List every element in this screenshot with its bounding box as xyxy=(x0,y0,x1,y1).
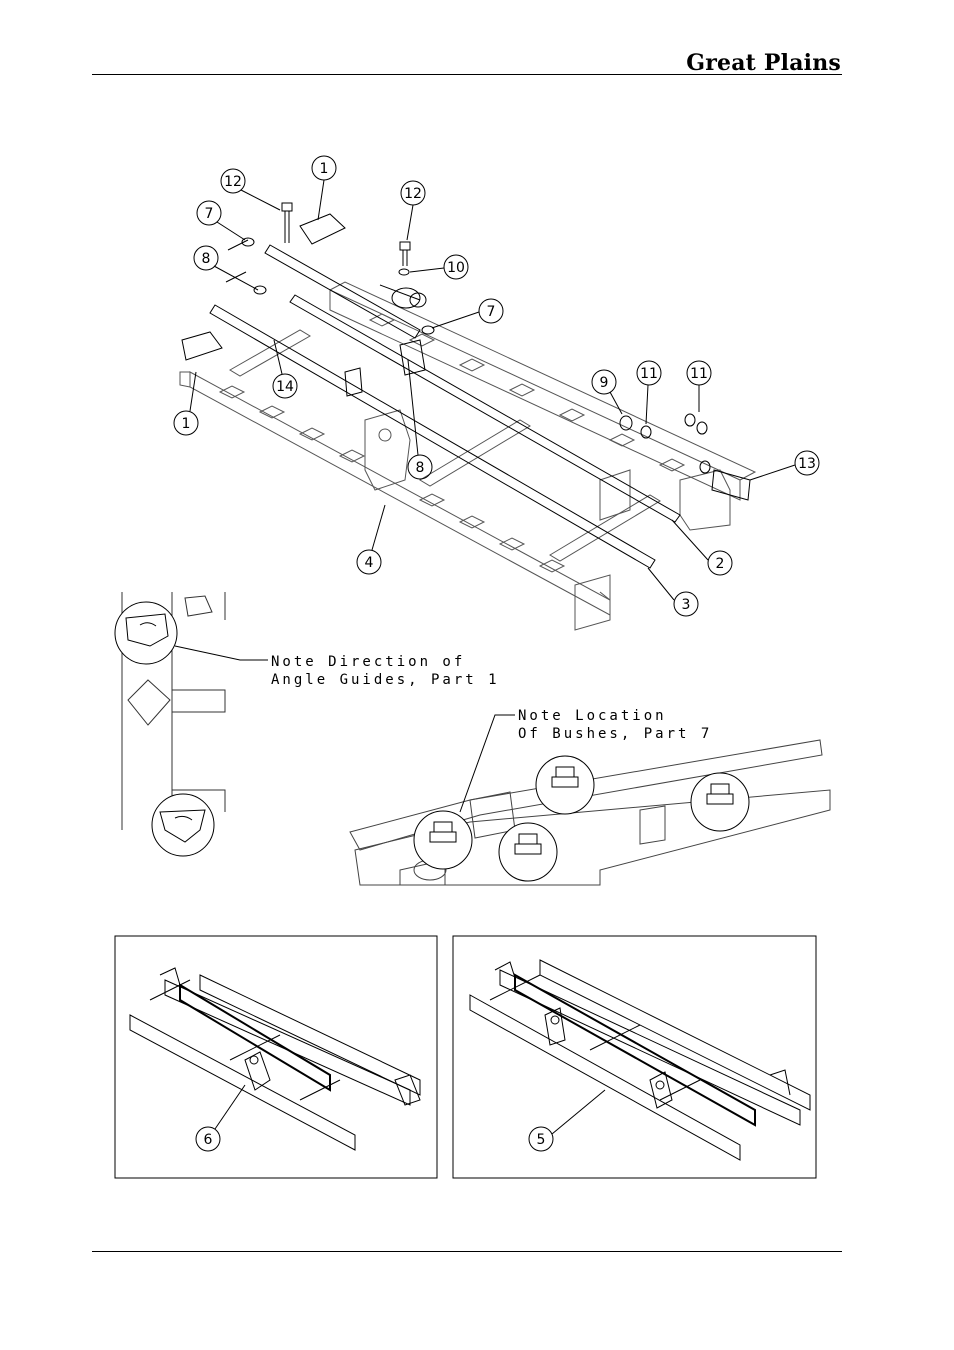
svg-text:7: 7 xyxy=(205,206,214,222)
svg-text:11: 11 xyxy=(690,366,708,382)
svg-text:14: 14 xyxy=(276,379,294,395)
svg-text:1: 1 xyxy=(182,416,191,432)
svg-text:7: 7 xyxy=(487,304,496,320)
svg-text:2: 2 xyxy=(716,556,725,572)
bushes-note-1: Note Location xyxy=(518,708,667,724)
svg-text:12: 12 xyxy=(404,186,422,202)
svg-text:8: 8 xyxy=(202,251,211,267)
svg-text:13: 13 xyxy=(798,456,816,472)
angle-guide-note-2: Angle Guides, Part 1 xyxy=(271,672,500,688)
svg-text:4: 4 xyxy=(365,555,374,571)
callout-5: 5 xyxy=(537,1132,546,1148)
svg-text:9: 9 xyxy=(600,375,609,391)
svg-text:11: 11 xyxy=(640,366,658,382)
angle-guide-detail xyxy=(115,592,268,856)
angle-guide-note-1: Note Direction of xyxy=(271,654,465,670)
callouts xyxy=(174,156,819,616)
callout-6: 6 xyxy=(204,1132,213,1148)
svg-text:3: 3 xyxy=(682,597,691,613)
svg-text:8: 8 xyxy=(416,460,425,476)
frame-5-drawing xyxy=(470,960,810,1160)
svg-text:1: 1 xyxy=(320,161,329,177)
svg-text:12: 12 xyxy=(224,174,242,190)
bushes-note-2: Of Bushes, Part 7 xyxy=(518,726,712,742)
svg-text:10: 10 xyxy=(447,260,465,276)
hardware xyxy=(182,203,750,500)
callout-labels: 12 1 7 12 8 10 7 1 14 9 11 11 13 8 4 2 3 xyxy=(182,161,816,613)
frame-6-drawing xyxy=(130,968,420,1151)
